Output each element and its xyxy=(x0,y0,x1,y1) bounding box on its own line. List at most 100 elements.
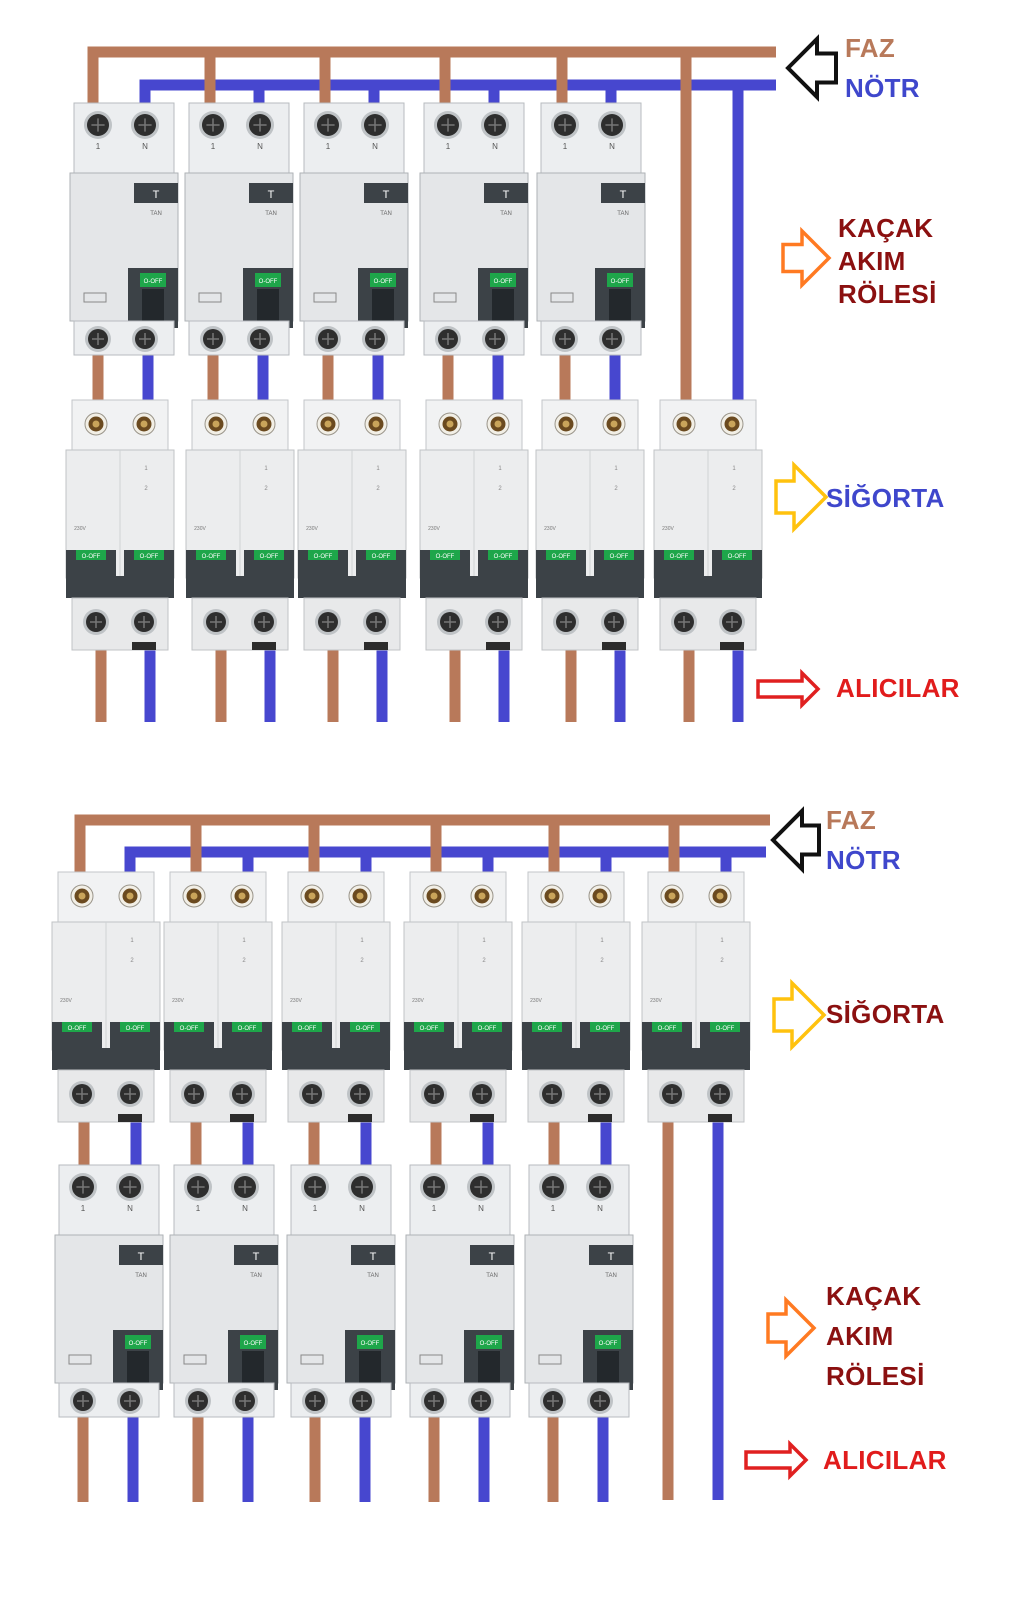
mcb-schematic-mark: 1 xyxy=(600,938,604,944)
mcb-in-phase-screw-core xyxy=(212,420,220,428)
rcd-terminal-phase-mark: 1 xyxy=(211,142,216,151)
mcb-schematic-mark: 2 xyxy=(614,486,618,492)
rcd-test-button-mark: T xyxy=(268,189,275,201)
mcb-schematic-mark: 2 xyxy=(732,486,736,492)
mcb-schematic-mark: 2 xyxy=(482,958,486,964)
mcb-in-neutral-screw-core xyxy=(238,892,246,900)
notr-label-top: NÖTR xyxy=(845,73,920,103)
rcd-rating: TAN xyxy=(500,211,512,217)
rcd-terminal-phase-mark: 1 xyxy=(563,142,568,151)
mcb-schematic-mark: 1 xyxy=(482,938,486,944)
mcb-schematic-mark: 1 xyxy=(242,938,246,944)
mcb-schematic-mark: 1 xyxy=(264,466,268,472)
mcb-in-neutral-screw-core xyxy=(478,892,486,900)
akim-word: AKIM xyxy=(826,1321,894,1351)
rcd-lever-off-tag xyxy=(490,273,516,287)
rcd-lever-off-tag xyxy=(607,273,633,287)
mcb-lever-off-mark: O-OFF xyxy=(658,1026,677,1032)
rcd-terminal-neutral-mark: N xyxy=(478,1204,484,1213)
mcb-lever-off-mark: O-OFF xyxy=(420,1026,439,1032)
rcd-lever-off-mark: O-OFF xyxy=(374,279,393,285)
rcd-rating: TAN xyxy=(250,1273,262,1279)
rcd-lever xyxy=(492,289,514,321)
rcd-lever-off-tag xyxy=(125,1335,151,1349)
rcd-lever xyxy=(609,289,631,321)
rcd-lever-off-tag xyxy=(595,1335,621,1349)
mcb-voltage-mark: 230V xyxy=(544,526,556,532)
mcb-schematic-mark: 1 xyxy=(130,938,134,944)
mcb-schematic-mark: 2 xyxy=(360,958,364,964)
rcd-lever-off-tag xyxy=(240,1335,266,1349)
kacak-word: KAÇAK xyxy=(838,213,934,243)
rcd-top-block xyxy=(58,1164,160,1238)
rcd-lever-off-mark: O-OFF xyxy=(144,279,163,285)
mcb-in-neutral-screw-core xyxy=(260,420,268,428)
mcb-lever-off-mark: O-OFF xyxy=(314,554,333,560)
rcd-lever-off-tag xyxy=(140,273,166,287)
mcb-lever-off-tag xyxy=(532,1022,562,1032)
left-arrow-icon xyxy=(770,806,821,874)
mcb-lever-off-tag xyxy=(308,550,338,560)
rcd-window xyxy=(419,1354,443,1365)
rcd-rating: TAN xyxy=(135,1273,147,1279)
mcb-lever-off-tag xyxy=(292,1022,322,1032)
faz-label-top: FAZ xyxy=(845,33,896,63)
rcd-terminal-neutral-mark: N xyxy=(142,142,148,151)
mcb-in-phase-screw-core xyxy=(92,420,100,428)
mcb-din-clip xyxy=(118,1114,142,1122)
rcd-lever xyxy=(359,1351,381,1383)
mcb-schematic-mark: 2 xyxy=(600,958,604,964)
rcd-test-button-mark: T xyxy=(620,189,627,201)
mcb-lever-off-mark: O-OFF xyxy=(436,554,455,560)
rcd-test-button xyxy=(134,183,178,203)
rcd-terminal-neutral-mark: N xyxy=(127,1204,133,1213)
sigorta-label-bottom: SİĞORTA xyxy=(826,999,945,1029)
sigorta-label-top: SİĞORTA xyxy=(826,483,945,513)
mcb-schematic-mark: 2 xyxy=(498,486,502,492)
mcb-din-clip xyxy=(470,1114,494,1122)
rolesi-word: RÖLESİ xyxy=(838,279,937,309)
rcd-test-button xyxy=(589,1245,633,1265)
mcb-voltage-mark: 230V xyxy=(172,998,184,1004)
mcb-lever-off-mark: O-OFF xyxy=(82,554,101,560)
mcb-lever-off-mark: O-OFF xyxy=(356,1026,375,1032)
mcb-in-neutral-screw-core xyxy=(372,420,380,428)
rcd-rating: TAN xyxy=(367,1273,379,1279)
rolesi-word: RÖLESİ xyxy=(826,1361,925,1391)
mcb-din-clip xyxy=(348,1114,372,1122)
rcd-top-block xyxy=(409,1164,511,1238)
rcd-terminal-phase-mark: 1 xyxy=(96,142,101,151)
mcb-din-clip xyxy=(132,642,156,650)
mcb-lever-off-tag xyxy=(652,1022,682,1032)
mcb-lever-off-mark: O-OFF xyxy=(140,554,159,560)
rcd-terminal-neutral-mark: N xyxy=(372,142,378,151)
rcd-test-button xyxy=(484,183,528,203)
mcb-in-neutral-screw-core xyxy=(126,892,134,900)
mcb-in-phase-screw-core xyxy=(308,892,316,900)
rcd-test-button xyxy=(351,1245,395,1265)
notr-label-bottom: NÖTR xyxy=(826,845,901,875)
rcd-window xyxy=(300,1354,324,1365)
mcb-voltage-mark: 230V xyxy=(306,526,318,532)
rcd-lever-off-mark: O-OFF xyxy=(259,279,278,285)
rcd-terminal-neutral-mark: N xyxy=(609,142,615,151)
mcb-lever-off-tag xyxy=(546,550,576,560)
rcd-test-button xyxy=(249,183,293,203)
rcd-window xyxy=(538,1354,562,1365)
rcd-lever xyxy=(242,1351,264,1383)
mcb-voltage-mark: 230V xyxy=(60,998,72,1004)
mcb-din-clip xyxy=(252,642,276,650)
mcb-lever-off-mark: O-OFF xyxy=(202,554,221,560)
phase-bus-bar xyxy=(74,814,770,874)
right-arrow-icon xyxy=(756,668,821,710)
